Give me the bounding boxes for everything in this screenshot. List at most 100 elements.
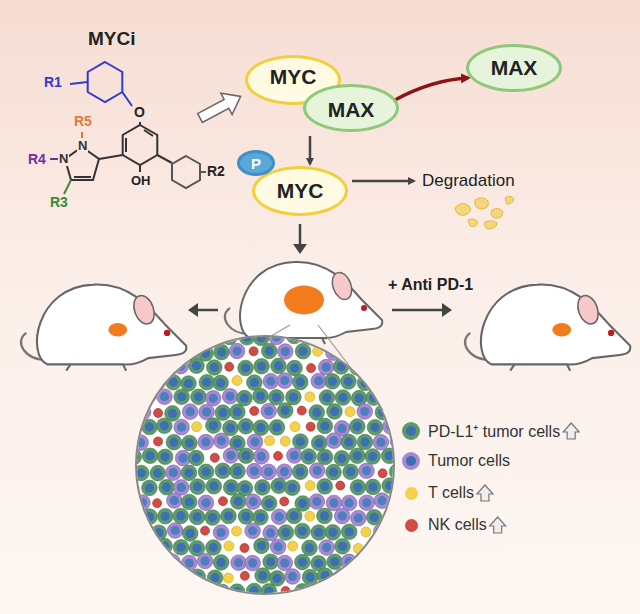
cell [298,587,307,596]
cell [186,407,195,416]
cell [326,464,342,480]
cell [199,374,215,390]
cell [327,554,343,570]
treatment-label: + Anti PD-1 [388,276,473,294]
cell [249,586,258,595]
cell [338,542,347,551]
cell [298,347,307,356]
cell [249,347,258,356]
cell [393,436,402,445]
cell [305,392,315,402]
cell [189,358,205,374]
cell [341,554,357,570]
cell [272,393,281,402]
cell [261,403,277,419]
cell [264,407,273,416]
cell [184,379,193,388]
node-text: MAX [491,56,538,80]
cell [217,558,226,567]
cell [383,510,399,526]
cell [199,404,215,420]
cell [349,448,365,464]
cell [344,377,353,386]
cell [193,482,202,491]
cell [201,526,210,535]
cell [264,467,273,476]
cell [314,528,323,537]
cell [222,389,238,405]
cell [257,541,266,550]
cell [287,448,303,464]
cell [309,405,325,421]
max-oval: MAX [303,84,399,132]
cell [290,451,299,460]
cell [365,449,381,465]
connector [395,78,468,100]
atom-label: R1 [44,74,62,90]
cell [145,483,154,492]
cell [265,436,275,446]
cell [377,527,386,536]
cell [218,497,227,506]
cell [176,362,185,371]
cell [209,543,218,552]
mouse-feet [66,364,126,370]
cell [306,422,315,431]
cell [305,543,314,552]
cell [362,466,371,475]
cell [266,557,275,566]
cell [329,348,338,357]
cell [335,390,351,406]
cell [241,512,250,521]
cell [337,362,346,371]
cell [206,418,222,434]
cell [354,514,363,523]
cell [317,449,333,465]
cell [335,539,351,555]
cell [313,589,322,598]
cell [157,418,173,434]
cell [322,543,331,552]
cell [189,509,205,525]
cell [129,452,138,461]
cell [182,526,198,542]
cell [261,584,277,600]
cell [240,484,249,493]
cell [393,467,402,476]
cell [274,512,283,521]
cell [317,508,333,524]
cell [167,493,183,509]
cell [253,420,269,436]
cell [370,541,379,550]
cell [274,542,283,551]
cell [145,512,154,521]
cell [307,364,316,373]
node-text: MAX [328,98,375,122]
cell [194,392,203,401]
cell [129,483,139,493]
cell [329,436,338,445]
cell [254,538,270,554]
tumor [284,286,324,315]
cell [366,390,382,406]
node-text: P [251,155,261,172]
cell [170,496,179,505]
legend-row: Tumor cells [402,452,510,470]
mouse-body [37,284,186,364]
cell [254,358,270,374]
cell [160,392,169,401]
cell [181,494,197,510]
cell [240,571,249,580]
cell [367,420,383,436]
cell [270,539,286,555]
cell [256,333,265,342]
cell [284,480,300,496]
cell [201,349,210,358]
cell [278,525,294,541]
cell [320,571,329,580]
cell [292,464,308,480]
cell [198,434,214,450]
cell [145,422,154,431]
cell [218,408,227,417]
cell [305,481,315,491]
